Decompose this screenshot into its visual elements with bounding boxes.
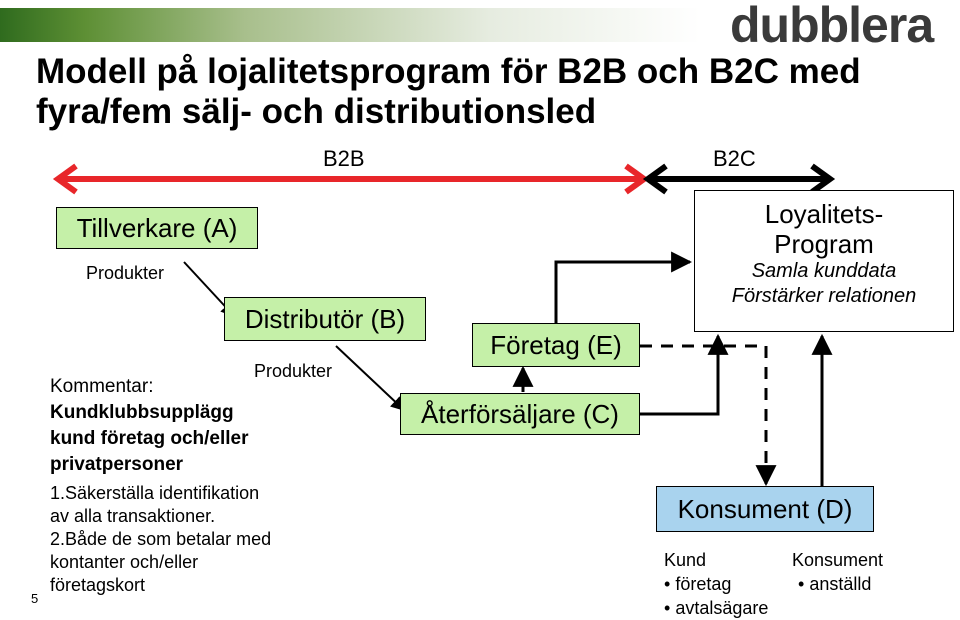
comment-item1-line2: av alla transaktioner. (50, 506, 216, 526)
slide-number: 5 (31, 591, 39, 606)
arrow-b-to-c (335, 345, 406, 411)
comment-item2-line3: företagskort (50, 575, 146, 595)
konsument-heading: Konsument (792, 550, 884, 570)
comment-item2-line1: 2.Både de som betalar med (50, 529, 272, 549)
node-distributor: Distributör (B) (224, 297, 426, 341)
konsument-list: Konsument • anställd (792, 548, 883, 596)
kund-item-2: • avtalsägare (664, 598, 769, 618)
loyalty-program-box: Loyalitets- Program Samla kunddata Först… (694, 190, 954, 332)
b2c-label: B2C (713, 146, 756, 171)
dubblera-logo: dubblera (730, 0, 934, 53)
header-band (0, 8, 700, 42)
loyalty-line1: Samla kunddata (751, 260, 897, 282)
b2b-label: B2B (323, 146, 365, 171)
kund-item-1: • företag (664, 574, 732, 594)
comment-bold-line3: privatpersoner (50, 454, 184, 475)
comment-item2-line2: kontanter och/eller (50, 552, 199, 572)
loyalty-title-line1: Loyalitets- (764, 199, 884, 229)
comment-item1-line1: 1.Säkerställa identifikation (50, 483, 260, 503)
node-aterforsaljare: Återförsäljare (C) (400, 393, 640, 435)
arrow-c-to-loyalty (640, 333, 729, 416)
node-tillverkare: Tillverkare (A) (56, 207, 258, 249)
comment-block: Kommentar: Kundklubbsupplägg kund företa… (50, 374, 271, 597)
konsument-item-1: • anställd (798, 574, 872, 594)
loyalty-line2: Förstärker relationen (731, 285, 917, 307)
slide-title: Modell på lojalitetsprogram för B2B och … (36, 52, 861, 131)
comment-heading: Kommentar: (50, 376, 154, 397)
b2c-range-arrow (642, 163, 836, 195)
edge-label-produkter-1: Produkter (86, 263, 165, 283)
kund-heading: Kund (664, 550, 707, 570)
comment-bold-line2: kund företag och/eller (50, 428, 249, 449)
node-konsument: Konsument (D) (656, 486, 874, 532)
arrow-e-to-loyalty (554, 251, 693, 325)
b2b-range-arrow (52, 163, 650, 195)
comment-bold-line1: Kundklubbsupplägg (50, 402, 234, 423)
dashed-arrow-e-to-d (640, 344, 777, 487)
node-foretag: Företag (E) (472, 323, 640, 367)
loyalty-title-line2: Program (774, 229, 874, 259)
edge-label-produkter-2: Produkter (254, 361, 333, 381)
kund-list: Kund • företag • avtalsägare (664, 548, 768, 620)
